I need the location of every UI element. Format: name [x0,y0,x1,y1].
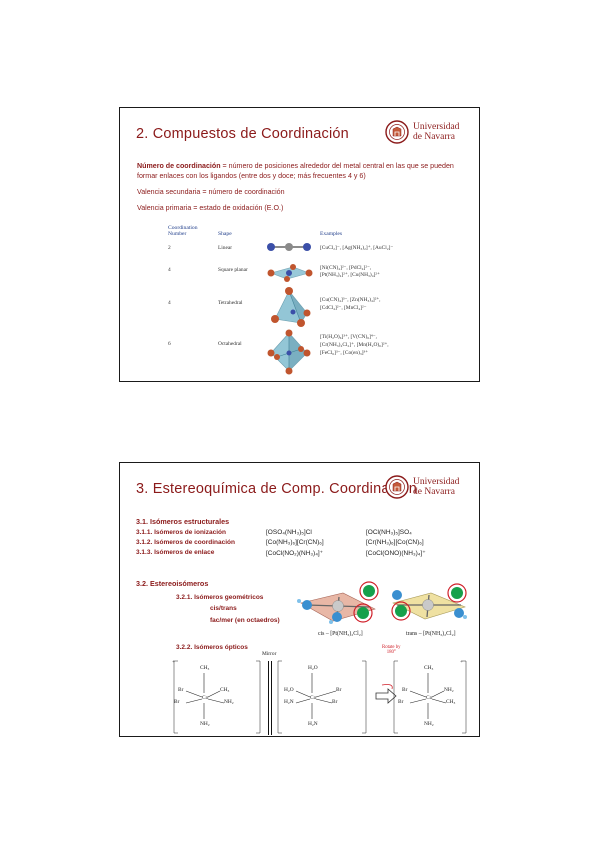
logo-line2: de Navarra [413,487,455,497]
slide-title: 2. Compuestos de Coordinación [136,126,349,142]
optical-bonds [173,660,467,734]
section-optical-isomers: 3.2.2. Isómeros ópticos [176,644,248,651]
slide-coordination-compounds: 2. Compuestos de Coordinación Universida… [119,107,480,382]
row-example: [Pt(NH₃)₄]²⁺, [Cu(NH₃)₄]²⁺ [320,272,380,278]
row-shape: Linear [218,245,233,251]
section-structural-isomers: 3.1. Isómeros estructurales [136,517,230,526]
isomer-example: [CoCl(ONO)(NH₃)₄]⁺ [366,550,426,557]
row-number: 4 [168,300,171,306]
ligand-label: H₂N [284,699,294,705]
logo-line2: de Navarra [413,132,455,142]
ligand-label: Br [402,687,408,693]
cis-platin-model [297,581,379,624]
slide-title: 3. Estereoquímica de Comp. Coordinación [136,481,418,497]
row-example: [CdCl₄]²⁻, [MnCl₄]²⁻ [320,305,367,311]
isomer-type-label: 3.1.3. Isómeros de enlace [136,549,215,556]
col-header-shape: Shape [218,231,232,237]
ligand-label: H₂O [308,665,318,671]
definition-term: Número de coordinación [137,162,221,170]
ligand-label: H₂O [284,687,294,693]
cis-trans-models [297,581,467,624]
optical-isomers-figure: + + Mirror Rotate by 180° CH₃ Br CH₃ Br … [172,645,472,735]
row-example: [CuCl₂]⁻, [Ag(NH₃)₂]⁺, [AuCl₂]⁻ [320,245,394,251]
slide-stereochemistry: 3. Estereoquímica de Comp. Coordinación … [119,462,480,737]
metal-label: Co [426,695,433,701]
ligand-label: CH₃ [424,665,434,671]
rotate-label-line2: 180° [386,650,396,655]
isomer-example: [CoCl(NO₂)(NH₃)₄]⁺ [266,550,324,557]
ligand-label: Br [398,699,404,705]
mirror-label: Mirror [262,651,277,657]
linear-molecule-icon [267,243,311,251]
ligand-label: Br [174,699,180,705]
definition: Número de coordinación = número de posic… [137,161,472,181]
col-header-examples: Examples [320,231,343,237]
row-shape: Tetrahedral [218,300,243,306]
row-example: [FeCl₆]³⁻, [Co(en)₃]³⁺ [320,350,369,356]
col-header-number-line2: Number [168,231,187,237]
isomer-example: [OCl(NH₃)₅]SO₄ [366,529,412,536]
col-header-number-line1: Coordination [168,225,198,231]
cis-trans-label: cis/trans [210,605,237,612]
fac-mer-label: fac/mer (en octaedros) [210,617,280,624]
row-example: [Ti(H₂O)₆]³⁺, [V(CN)₆]⁴⁻, [320,334,377,340]
ligand-label: NH₂ [444,687,454,693]
row-example: [Cu(CN)₄]³⁻, [Zn(NH₃)₄]²⁺, [320,297,381,303]
trans-caption: trans – [Pt(NH₃)₂Cl₂] [406,631,456,637]
row-number: 2 [168,245,171,251]
isomer-type-label: 3.1.2. Isómeros de coordinación [136,539,235,546]
tetrahedral-molecule-icon [271,287,311,327]
isomer-example: [Co(NH₃)₆][Cr(CN)₆] [266,539,324,546]
metal-label: Co [310,695,317,701]
charge-label: + [460,659,464,665]
ligand-label: NH₂ [224,699,234,705]
octahedral-molecule-icon [267,329,311,375]
ligand-label: Br [336,687,342,693]
university-seal-icon [385,120,409,144]
row-example: [Cr(NH₃)₄Cl₂]⁺, [Mn(H₂O)₆]²⁺, [320,342,389,348]
ligand-label: H₂N [308,721,318,727]
row-shape: Octahedral [218,341,242,347]
ligand-label: Br [178,687,184,693]
coordination-table: Coordination Number Shape Examples 2 Lin… [168,225,468,380]
cis-caption: cis – [Pt(NH₃)₂Cl₂] [318,631,363,637]
row-number: 4 [168,267,171,273]
charge-label: + [172,659,176,665]
isomer-example: [OSO₄(NH₃)₅]Cl [266,529,312,536]
university-logo: Universidad de Navarra [385,118,469,148]
rotate-label-line1: Rotate by [382,645,401,650]
isomer-type-label: 3.1.1. Isómeros de ionización [136,529,226,536]
valence-primary: Valencia primaria = estado de oxidación … [137,204,284,212]
definition-equals: = [220,162,229,170]
ligand-label: CH₃ [200,665,210,671]
logo-line1: Universidad [413,477,460,487]
section-geometric-isomers: 3.2.1. Isómeros geométricos [176,594,264,601]
university-seal-icon [385,475,409,499]
slide-body: Número de coordinación = número de posic… [137,161,472,219]
ligand-label: CH₃ [220,687,230,693]
col-header-number: Coordination Number [168,225,198,237]
geometry-illustrations [267,243,313,375]
definition-text: número de posiciones alrededor del metal… [137,162,454,180]
row-number: 6 [168,341,171,347]
valence-secondary: Valencia secundaria = número de coordina… [137,188,285,196]
row-shape: Square planar [218,267,248,273]
rotate-label: Rotate by 180° [382,645,401,655]
logo-line1: Universidad [413,122,460,132]
ligand-label: Br [332,699,338,705]
isomer-example: [Cr(NH₃)₆][Co(CN)₆] [366,539,424,546]
university-logo: Universidad de Navarra [385,473,469,503]
ligand-label: CH₃ [446,699,456,705]
mirror-plane [268,661,272,735]
row-example: [Ni(CN)₄]²⁻, [PdCl₄]²⁻, [320,265,372,271]
section-stereoisomers: 3.2. Estereoisómeros [136,579,209,588]
ligand-label: NH₂ [424,721,434,727]
metal-label: Co [202,695,209,701]
ligand-label: NH₂ [200,721,210,727]
rotate-arrow-icon [375,684,397,704]
trans-platin-model [391,583,467,621]
square-planar-molecule-icon [267,264,313,282]
